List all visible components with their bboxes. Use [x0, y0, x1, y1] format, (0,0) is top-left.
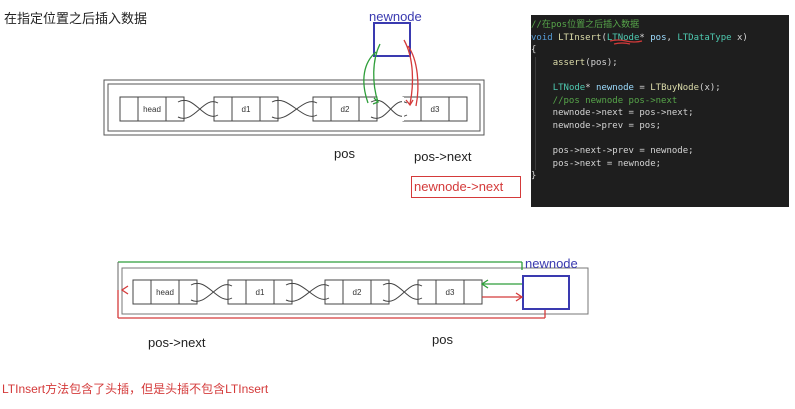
- top-pos-label: pos: [334, 146, 355, 161]
- code-line: }: [531, 170, 789, 183]
- code-token: newnode->next = pos->next;: [531, 108, 694, 119]
- code-token: (pos);: [585, 57, 618, 68]
- top-link-1-curve-a: [177, 99, 219, 117]
- code-token: newnode: [596, 82, 634, 93]
- bottom-node-d3-label: d3: [446, 288, 455, 297]
- bottom-newnode-label: newnode: [525, 256, 578, 271]
- code-token: ,: [666, 32, 678, 43]
- top-node-head-box: [119, 96, 185, 122]
- code-token: //在pos位置之后插入数据: [531, 20, 640, 30]
- top-node-d1-label: d1: [242, 105, 251, 114]
- bottom-node-d2-label: d2: [353, 288, 362, 297]
- bottom-pos-label: pos: [432, 332, 453, 347]
- top-red-arrow-down: [403, 39, 414, 105]
- code-line: newnode->next = pos->next;: [531, 107, 789, 120]
- code-line: assert(pos);: [531, 56, 789, 70]
- code-line: LTNode* newnode = LTBuyNode(x);: [531, 81, 789, 95]
- top-green-arrow-down: [373, 43, 381, 103]
- code-token: *: [585, 82, 597, 93]
- code-token: LTDataType: [677, 32, 732, 43]
- bottom-red-head: [515, 292, 524, 302]
- code-line: {: [531, 44, 789, 57]
- top-node-d3-label: d3: [431, 105, 440, 114]
- code-token: *: [639, 32, 651, 43]
- code-token: void: [531, 32, 559, 43]
- code-line: pos->next = newnode;: [531, 157, 789, 171]
- bottom-red-head-left: [120, 285, 129, 295]
- code-line: [531, 69, 789, 82]
- bottom-node-head-label: head: [156, 288, 174, 297]
- note-text: LTInsert方法包含了头插，但是头插不包含LTInsert: [2, 382, 269, 396]
- code-token: pos->next = newnode;: [531, 158, 662, 169]
- top-green-arrow-up: [363, 51, 377, 104]
- bottom-ring: [121, 267, 589, 315]
- bottom-link-1-curve-b: [190, 284, 233, 302]
- top-red-head: [405, 99, 414, 107]
- top-node-d2-box: [312, 96, 378, 122]
- newnode-next-box: [411, 176, 521, 198]
- bottom-pos-next-label: pos->next: [148, 335, 206, 350]
- bottom-link-1-curve-a: [190, 282, 233, 300]
- bottom-green-head: [480, 279, 489, 289]
- code-token: newnode->prev = pos;: [531, 120, 662, 131]
- top-red-arrow-up: [407, 45, 419, 107]
- code-token: LTNode: [606, 32, 640, 43]
- bottom-node-head-box: [132, 279, 198, 305]
- code-token: (: [601, 32, 607, 43]
- top-link-2-curve-a: [271, 99, 318, 117]
- top-node-d2-label: d2: [341, 105, 350, 114]
- top-newnode-label: newnode: [369, 9, 422, 24]
- newnode-next-label: newnode->next: [414, 179, 504, 194]
- code-line: [531, 132, 789, 145]
- code-token: assert: [552, 57, 586, 68]
- code-token: LTBuyNode: [650, 82, 700, 93]
- top-node-head-label: head: [143, 105, 161, 114]
- code-line: //在pos位置之后插入数据: [531, 19, 789, 32]
- code-token: LTInsert: [558, 32, 602, 43]
- page-title: 在指定位置之后插入数据: [4, 11, 148, 26]
- code-token: =: [633, 82, 651, 93]
- bottom-node-d1-box: [227, 279, 293, 305]
- top-green-head: [372, 97, 380, 105]
- top-link-2-curve-b: [271, 101, 318, 119]
- code-token: }: [531, 171, 537, 182]
- code-token: //pos newnode pos->next: [531, 95, 678, 106]
- code-line: newnode->prev = pos;: [531, 119, 789, 133]
- code-token: LTNode: [552, 82, 586, 93]
- bottom-link-3-curve-a: [382, 282, 423, 300]
- bottom-node-d2-box: [324, 279, 390, 305]
- top-link-1-curve-b: [177, 101, 219, 119]
- code-token: x): [731, 32, 748, 43]
- bottom-node-d3-box: [417, 279, 483, 305]
- top-pos-next-label: pos->next: [414, 149, 472, 164]
- bottom-link-2-curve-a: [285, 282, 330, 300]
- bottom-link-2-curve-b: [285, 284, 330, 302]
- code-token: pos: [650, 32, 667, 43]
- code-line: //pos newnode pos->next: [531, 94, 789, 108]
- code-token: pos->next->prev = newnode;: [531, 145, 694, 156]
- underline-scribble: [609, 39, 643, 45]
- code-token: (x);: [699, 82, 721, 93]
- top-newnode-box: [373, 22, 411, 57]
- bottom-newnode-box: [522, 275, 570, 310]
- bottom-node-d1-label: d1: [256, 288, 265, 297]
- code-line: void LTInsert(LTNode* pos, LTDataType x): [531, 32, 789, 45]
- top-node-d1-box: [213, 96, 279, 122]
- bottom-link-3-curve-b: [382, 284, 423, 302]
- code-line: pos->next->prev = newnode;: [531, 144, 789, 158]
- code-token: {: [531, 45, 537, 56]
